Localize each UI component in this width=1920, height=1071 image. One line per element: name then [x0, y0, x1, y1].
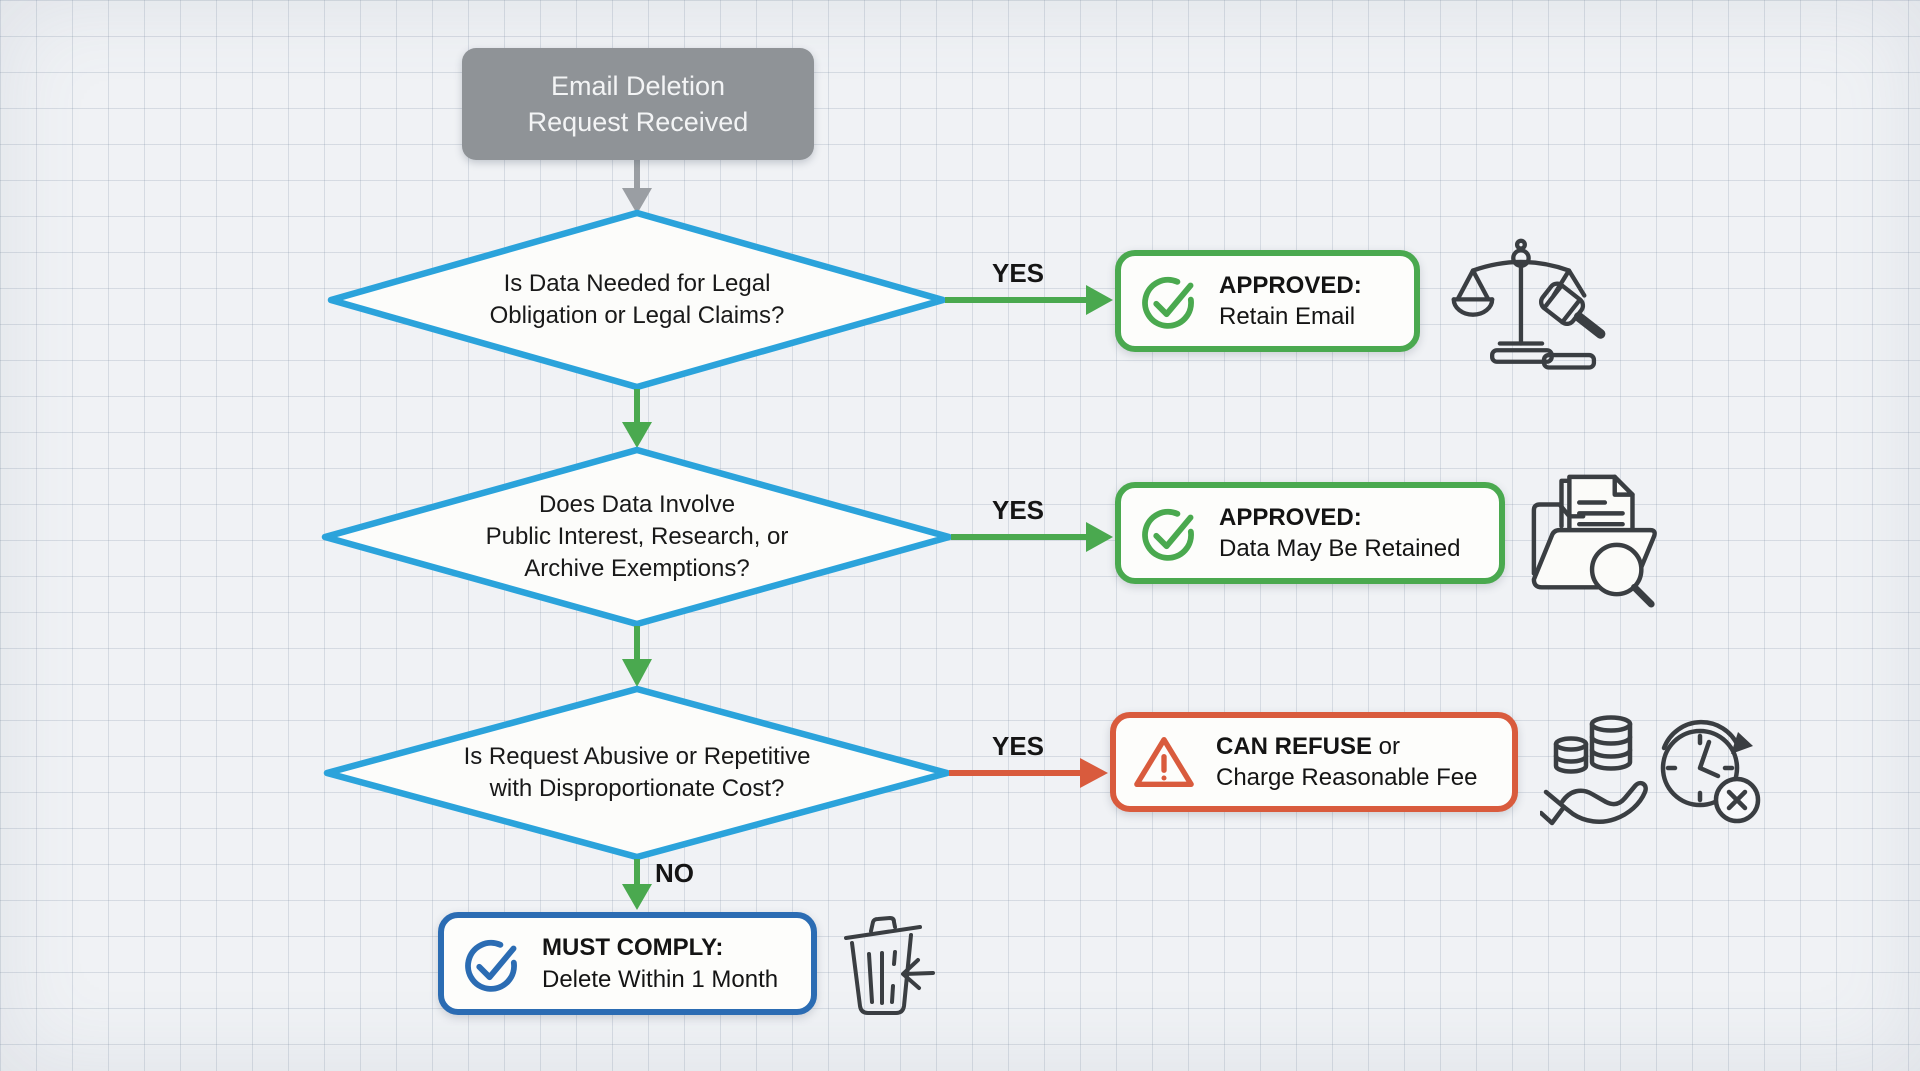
decision-2-text: Does Data Involve Public Interest, Resea…	[417, 467, 857, 607]
decision-2-line2: Public Interest, Research, or	[485, 523, 789, 551]
outcome-subtitle: Delete Within 1 Month	[542, 965, 779, 993]
start-node: Email Deletion Request Received	[462, 48, 814, 160]
arrow-yes-3	[949, 758, 1108, 788]
check-circle-icon	[1142, 509, 1194, 561]
outcome-box-must-comply: MUST COMPLY: Delete Within 1 Month	[438, 912, 817, 1015]
start-line1: Email Deletion	[550, 70, 726, 101]
check-circle-icon	[465, 939, 517, 992]
outcome-title: MUST COMPLY:	[542, 934, 724, 962]
arrow-yes-1	[945, 285, 1113, 315]
outcome-title-suffix: or	[1372, 732, 1401, 760]
decision-2-line3: Archive Exemptions?	[524, 554, 750, 582]
arrow-d2-to-d3	[622, 626, 652, 687]
outcome-subtitle: Charge Reasonable Fee	[1216, 764, 1478, 791]
outcome-text: MUST COMPLY: Delete Within 1 Month	[542, 932, 778, 994]
outcome-text: APPROVED: Retain Email	[1219, 270, 1362, 332]
outcome-box-approved-data-retained: APPROVED: Data May Be Retained	[1115, 482, 1505, 584]
decision-2-line1: Does Data Involve	[538, 491, 736, 519]
start-line2: Request Received	[527, 107, 749, 137]
decision-diamond-1	[327, 209, 947, 391]
outcome-subtitle: Retain Email	[1219, 303, 1356, 330]
arrow-yes-2	[951, 522, 1113, 552]
outcome-title: CAN REFUSE	[1216, 732, 1373, 760]
decision-1-text: Is Data Needed for Legal Obligation or L…	[417, 240, 857, 360]
arrow-d3-to-comply	[622, 859, 652, 910]
arrow-start-to-d1	[622, 158, 652, 214]
warning-triangle-icon	[1134, 737, 1194, 787]
decision-diamond-3	[323, 685, 951, 861]
outcome-title: APPROVED:	[1219, 503, 1362, 531]
decision-1-line2: Obligation or Legal Claims?	[489, 302, 785, 329]
edge-label-yes-2: YES	[991, 495, 1045, 525]
arrow-d1-to-d2	[622, 389, 652, 448]
decision-diamond-2	[321, 446, 953, 628]
decision-3-line2: with Disproportionate Cost?	[489, 775, 785, 802]
decision-1-line1: Is Data Needed for Legal	[503, 270, 771, 298]
edge-label-no: NO	[655, 858, 694, 888]
edge-label-yes-3: YES	[991, 731, 1045, 761]
outcome-text: APPROVED: Data May Be Retained	[1219, 502, 1460, 564]
outcome-box-can-refuse: CAN REFUSE or Charge Reasonable Fee	[1110, 712, 1518, 812]
outcome-box-approved-retain-email: APPROVED: Retain Email	[1115, 250, 1420, 352]
check-circle-icon	[1142, 277, 1194, 329]
decision-3-line1: Is Request Abusive or Repetitive	[463, 743, 811, 771]
outcome-text: CAN REFUSE or Charge Reasonable Fee	[1216, 731, 1478, 793]
outcome-title: APPROVED:	[1219, 271, 1362, 299]
edge-label-yes-1: YES	[991, 258, 1045, 288]
decision-3-text: Is Request Abusive or Repetitive with Di…	[387, 713, 887, 833]
outcome-subtitle: Data May Be Retained	[1219, 535, 1461, 562]
